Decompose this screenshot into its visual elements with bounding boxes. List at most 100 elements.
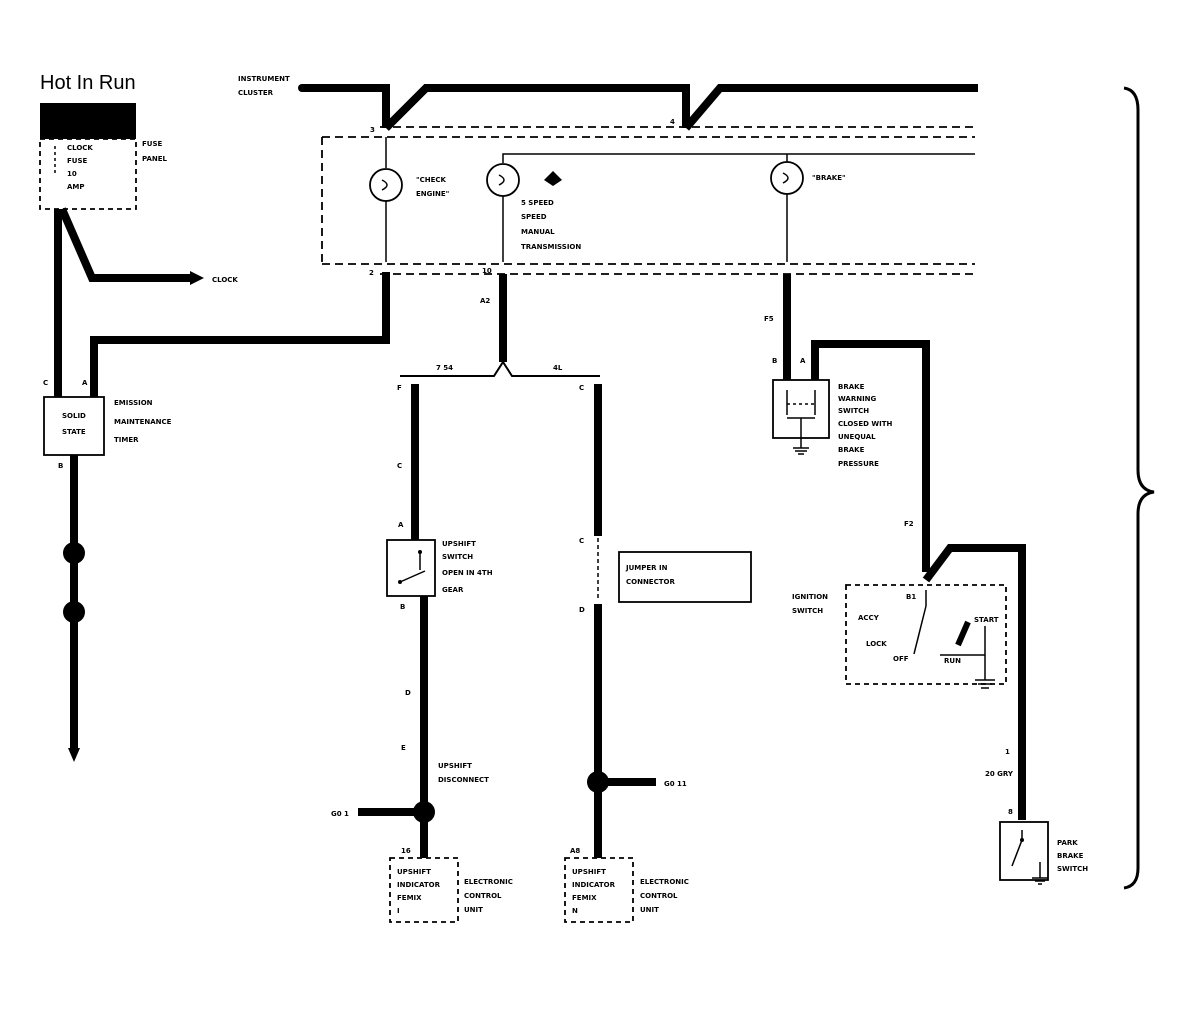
- ecm-right-line-1: UPSHIFT: [572, 868, 606, 876]
- upshift-switch-label-1: UPSHIFT: [442, 540, 476, 548]
- cluster-wire-end: [298, 84, 306, 92]
- timer-pin-c: C: [43, 379, 48, 387]
- timer-pin-a: A: [82, 379, 88, 387]
- splice-dot-1: [63, 542, 85, 564]
- pin-f: F: [397, 384, 402, 392]
- fuse-line-3: 10: [67, 170, 77, 178]
- pin-c-right: C: [579, 384, 584, 392]
- pin-c-mid: C: [397, 462, 402, 470]
- check-engine-bulb-icon: [369, 168, 403, 202]
- park-brake-label-2: BRAKE: [1057, 852, 1084, 860]
- pin-c-j: C: [579, 537, 584, 545]
- ecm-left-line-4: I: [397, 907, 400, 915]
- ignition-to-park-brake-wire: [922, 544, 1026, 820]
- check-engine-label-1: "CHECK: [416, 176, 447, 184]
- splice-left-dot: [413, 801, 435, 823]
- park-brake-label-3: SWITCH: [1057, 865, 1088, 873]
- speed-label-1: 5 SPEED: [521, 199, 554, 207]
- brake-lamp: "BRAKE": [770, 154, 846, 262]
- fuse-panel-label-1: FUSE: [142, 140, 163, 148]
- speed-label-2: SPEED: [521, 213, 547, 221]
- timer-label-3: TIMER: [114, 436, 139, 444]
- park-brake-switch: PARK BRAKE SWITCH: [999, 821, 1088, 885]
- pin-b-sw: B: [400, 603, 405, 611]
- cluster-pin-3: 3: [370, 126, 375, 134]
- clock-label: CLOCK: [212, 276, 238, 284]
- speed-label-3: MANUAL: [521, 228, 555, 236]
- brake-lamp-label: "BRAKE": [812, 174, 846, 182]
- instrument-cluster-boundary: [321, 126, 975, 275]
- park-brake-label-1: PARK: [1057, 839, 1078, 847]
- ecm-left-line-3: FEMIX: [397, 894, 422, 902]
- right-brace: [1123, 86, 1155, 890]
- ecm-pin-16: 16: [401, 847, 411, 855]
- jumper-label-2: CONNECTOR: [626, 578, 675, 586]
- brake-switch-label-7: PRESSURE: [838, 460, 879, 468]
- ign-accy: ACCY: [858, 614, 880, 622]
- pin-1: 1: [1005, 748, 1010, 756]
- cluster-to-timer-wire: [90, 272, 390, 397]
- ecm-right-line-4: N: [572, 907, 578, 915]
- branch-left-label: 7 54: [436, 364, 453, 372]
- pin-f5: F5: [764, 315, 774, 323]
- fuse-line-2: FUSE: [67, 157, 88, 165]
- solid-state-line-1: SOLID: [62, 412, 86, 420]
- brake-switch-label-3: SWITCH: [838, 407, 869, 415]
- jumper-label-1: JUMPER IN: [625, 564, 668, 572]
- pin-8: 8: [1008, 808, 1013, 816]
- ecu-right-label-2: CONTROL: [640, 892, 678, 900]
- ign-off: OFF: [893, 655, 909, 663]
- upshift-disconnect-label-2: DISCONNECT: [438, 776, 489, 784]
- ecu-left-label-3: UNIT: [464, 906, 483, 914]
- ecu-right-label-3: UNIT: [640, 906, 659, 914]
- brake-switch-label-4: CLOSED WITH: [838, 420, 892, 428]
- splice-right-label: G0 11: [664, 780, 687, 788]
- ecu-right-label-1: ELECTRONIC: [640, 878, 689, 886]
- ecm-right-line-3: FEMIX: [572, 894, 597, 902]
- instrument-cluster-label-1: INSTRUMENT: [238, 75, 290, 83]
- upshift-switch-label-2: SWITCH: [442, 553, 473, 561]
- page-title: Hot In Run: [40, 72, 136, 94]
- ecm-pin-a8: A8: [570, 847, 580, 855]
- brake-switch-label-2: WARNING: [838, 395, 877, 403]
- ign-start: START: [974, 616, 999, 624]
- ignition-label-1: IGNITION: [792, 593, 828, 601]
- ign-lock: LOCK: [866, 640, 887, 648]
- clock-arrow-icon: [190, 271, 204, 285]
- check-engine-label-2: ENGINE": [416, 190, 449, 198]
- brake-switch-label-6: BRAKE: [838, 446, 865, 454]
- cluster-pin-10: 10: [482, 267, 492, 275]
- splice-right-dot: [587, 771, 609, 793]
- upshift-switch-label-4: GEAR: [442, 586, 464, 594]
- fuse-line-4: AMP: [67, 183, 85, 191]
- brake-warning-switch: BRAKE WARNING SWITCH CLOSED WITH UNEQUAL…: [772, 379, 892, 468]
- timer-label-1: EMISSION: [114, 399, 153, 407]
- pin-e: E: [401, 744, 406, 752]
- pin-b-bs: B: [772, 357, 777, 365]
- pin-d1: D: [405, 689, 411, 697]
- ecu-left-label-2: CONTROL: [464, 892, 502, 900]
- jumper-connector-note: JUMPER IN CONNECTOR: [618, 551, 752, 603]
- cluster-pin-4: 4: [670, 118, 675, 126]
- ecu-left-label-1: ELECTRONIC: [464, 878, 513, 886]
- speed-label-4: TRANSMISSION: [521, 243, 581, 251]
- pin-b1: B1: [906, 593, 916, 601]
- ecm-left-line-1: UPSHIFT: [397, 868, 431, 876]
- check-engine-lamp: "CHECK ENGINE": [369, 137, 449, 262]
- ignition-label-2: SWITCH: [792, 607, 823, 615]
- ecm-right-line-2: INDICATOR: [572, 881, 616, 889]
- instrument-cluster-label-2: CLUSTER: [238, 89, 274, 97]
- ecm-left: 16 UPSHIFT INDICATOR FEMIX I ELECTRONIC …: [389, 847, 513, 923]
- wire-20gry-label: 20 GRY: [985, 770, 1014, 778]
- ign-run: RUN: [944, 657, 961, 665]
- branch-right-label: 4L: [553, 364, 563, 372]
- ignition-ground-icon: [975, 679, 995, 689]
- upshift-switch-label-3: OPEN IN 4TH: [442, 569, 493, 577]
- splice-dot-2: [63, 601, 85, 623]
- branch-line: [400, 360, 600, 377]
- fuse-panel-label-2: PANEL: [142, 155, 168, 163]
- upshift-disconnect-label-1: UPSHIFT: [438, 762, 472, 770]
- pin-a-bs: A: [800, 357, 806, 365]
- pin-a2: A2: [480, 297, 490, 305]
